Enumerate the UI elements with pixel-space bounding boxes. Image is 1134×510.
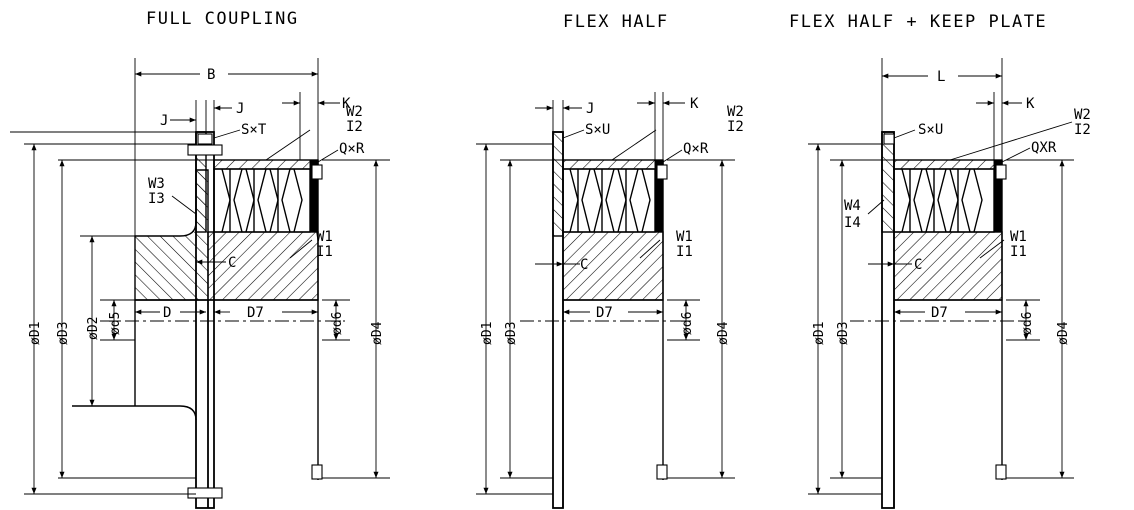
label-C: C: [228, 255, 236, 271]
flex-hub: [207, 231, 319, 301]
label-D7: D7: [247, 305, 264, 321]
label-d6: ød6: [330, 312, 345, 335]
label-D3: øD3: [56, 322, 71, 345]
label-D1: øD1: [812, 322, 827, 345]
label-I1: I1: [316, 244, 333, 260]
label-W2: W2: [727, 104, 744, 120]
label-C: C: [914, 257, 922, 273]
outer-ring: [893, 159, 1003, 170]
rubber-elements: [893, 168, 995, 233]
label-D4: øD4: [370, 321, 385, 345]
label-D1: øD1: [28, 322, 43, 345]
flex-hub: [562, 231, 664, 301]
label-d6: ød6: [1020, 312, 1035, 335]
label-K: K: [342, 96, 351, 112]
label-W3: W3: [148, 176, 165, 192]
label-QxR: Q×R: [339, 141, 365, 157]
label-W1: W1: [1010, 229, 1027, 245]
rubber-elements: [562, 168, 656, 233]
flange-plate-flex: [552, 131, 564, 237]
rubber-elements: [213, 168, 311, 233]
label-D2: øD2: [86, 317, 101, 340]
label-W4: W4: [844, 198, 861, 214]
label-QxR: Q×R: [683, 141, 709, 157]
label-J: J: [586, 101, 594, 117]
label-d6: ød6: [680, 312, 695, 335]
label-I2: I2: [1074, 122, 1091, 138]
label-W2: W2: [346, 104, 363, 120]
label-I1: I1: [676, 244, 693, 260]
label-d5: ød5: [108, 312, 123, 335]
bolt-top: [187, 144, 223, 156]
label-I2: I2: [346, 119, 363, 135]
flex-hub: [893, 231, 1003, 301]
label-D: D: [163, 305, 171, 321]
label-K: K: [690, 96, 699, 112]
label-J-right: J: [236, 101, 244, 117]
title-flex-half-keep-plate: FLEX HALF + KEEP PLATE: [789, 12, 1047, 32]
view-full-coupling: B J J K S×T W2 I2 Q×R W3 I3 W1 I1 C D D7…: [10, 58, 390, 509]
view-flex-half: J K S×U W2 I2 Q×R W1 I1 C D7 øD1 øD3 ød6…: [476, 92, 744, 509]
title-flex-half: FLEX HALF: [563, 12, 669, 32]
bolt-bottom: [187, 487, 223, 499]
label-I1: I1: [1010, 244, 1027, 260]
label-SxU: S×U: [585, 122, 610, 138]
label-D3: øD3: [836, 322, 851, 345]
label-I4: I4: [844, 215, 861, 231]
title-full-coupling: FULL COUPLING: [146, 9, 299, 29]
label-J-left: J: [160, 113, 168, 129]
label-I2: I2: [727, 119, 744, 135]
label-K: K: [1026, 96, 1035, 112]
label-I3: I3: [148, 191, 165, 207]
label-SxT: S×T: [241, 122, 267, 138]
label-W2: W2: [1074, 107, 1091, 123]
label-D7: D7: [596, 305, 613, 321]
label-W1: W1: [676, 229, 693, 245]
label-D1: øD1: [480, 322, 495, 345]
view-flex-half-keep-plate: L K S×U W2 I2 QXR W4 I4 W1 I1 C D7 øD1 ø…: [808, 58, 1091, 509]
outer-ring: [562, 159, 664, 170]
label-D3: øD3: [504, 322, 519, 345]
label-C: C: [580, 257, 588, 273]
label-D4: øD4: [716, 321, 731, 345]
keep-plate: [881, 131, 895, 233]
label-B: B: [207, 67, 215, 83]
label-QXR: QXR: [1031, 140, 1057, 156]
label-D7: D7: [931, 305, 948, 321]
outer-ring: [213, 159, 319, 170]
label-L: L: [937, 69, 945, 85]
label-D4: øD4: [1056, 321, 1071, 345]
label-SxU: S×U: [918, 122, 943, 138]
label-W1: W1: [316, 229, 333, 245]
